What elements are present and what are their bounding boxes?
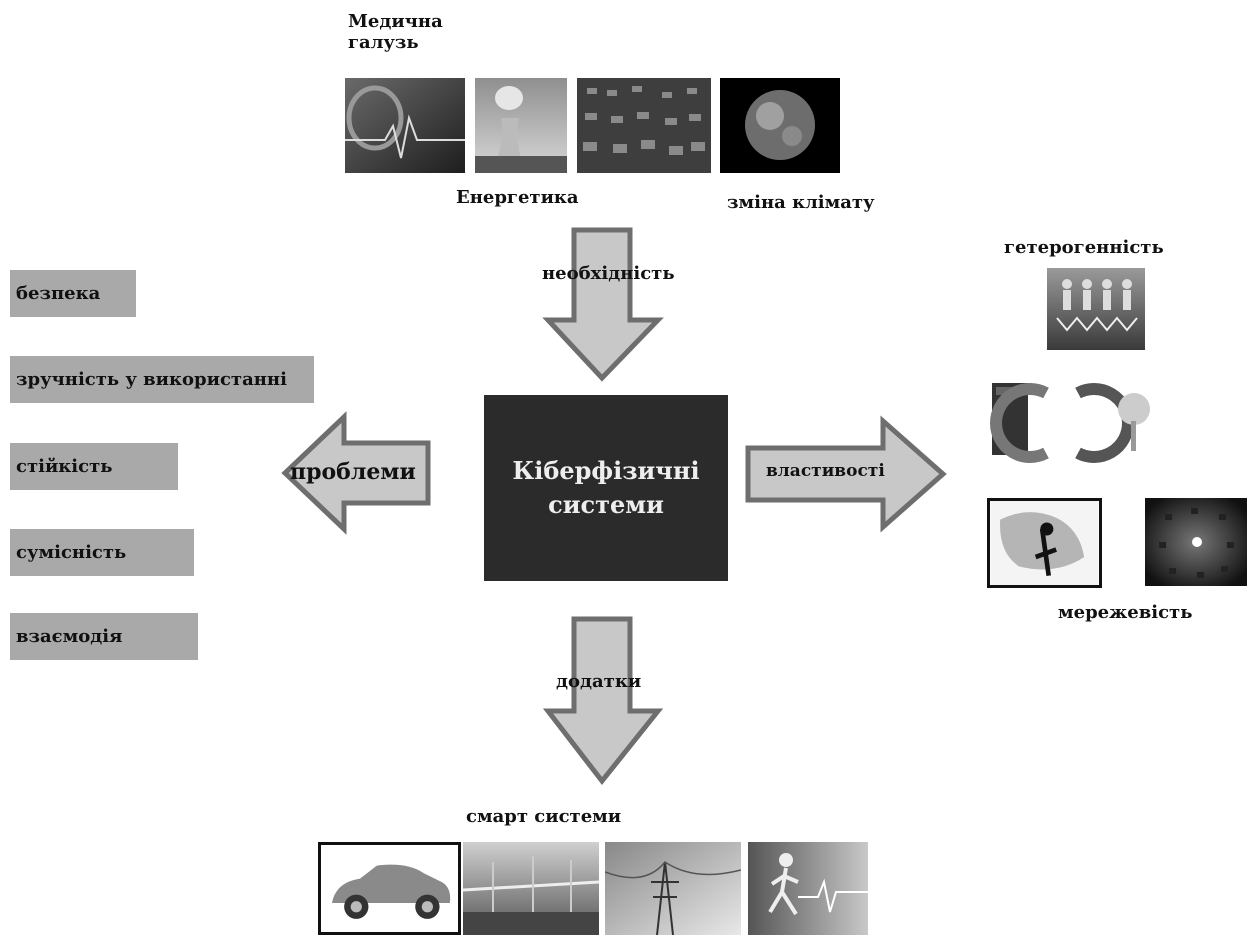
earth-icon [720,78,840,173]
properties-arrow-label: властивості [766,461,885,481]
label-energy: Енергетика [456,187,579,208]
computer-cycle-icon [988,373,1156,473]
applications-arrow-label: додатки [556,671,642,692]
heartbeat-icon [345,78,465,173]
label-networking: мережевість [1058,602,1193,623]
cps-title-line2: системи [548,490,664,519]
problems-arrow-label: проблеми [290,459,416,485]
bridge-icon [463,842,599,935]
label-medical: Медична галузь [348,11,443,53]
cps-box: Кіберфізичні системи [484,395,728,581]
label-climate: зміна клімату [727,192,875,213]
problem-item: безпека [10,270,136,317]
power-plant-icon [475,78,567,173]
problem-item: взаємодія [10,613,198,660]
label-heterogeneity: гетерогенність [1004,237,1164,258]
runner-heartbeat-icon [748,842,868,935]
applications-arrow [542,616,664,786]
power-line-icon [605,842,741,935]
traffic-icon [577,78,711,173]
sensor-network-icon [1145,498,1247,586]
car-icon [318,842,461,935]
network-map-icon [987,498,1102,588]
problem-item: сумісність [10,529,194,576]
problem-item: зручність у використанні [10,356,314,403]
problem-item: стійкість [10,443,178,490]
need-arrow [542,227,664,382]
properties-arrow [745,415,947,533]
problems-arrow [281,411,431,535]
cps-title-line1: Кіберфізичні [512,456,700,486]
need-arrow-label: необхідність [542,263,675,284]
label-smart-systems: смарт системи [466,806,622,827]
people-chain-icon [1047,268,1145,350]
